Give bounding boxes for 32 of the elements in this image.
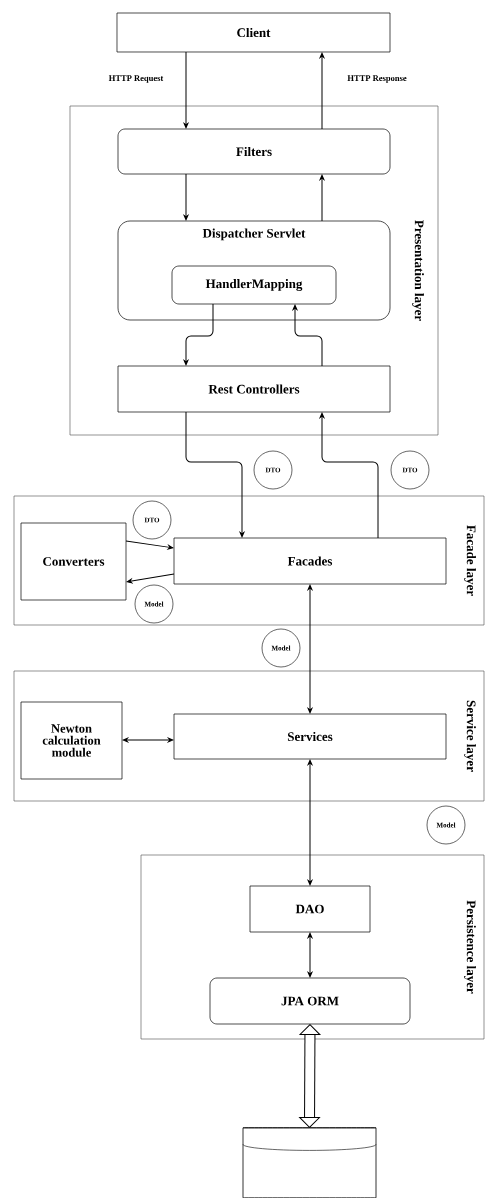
process-box: Facades <box>173 537 447 585</box>
arrow <box>183 173 189 221</box>
process-box: Filters <box>117 128 391 175</box>
process-box: DAO <box>249 885 371 933</box>
process-box: HandlerMapping <box>171 265 337 305</box>
arrow <box>122 737 174 743</box>
client-box: Client <box>116 12 391 53</box>
layer-title: Presentation layer <box>412 220 424 321</box>
arrow <box>292 304 323 367</box>
edge-label: HTTP Request <box>107 74 165 84</box>
layer-title: Service layer <box>464 700 476 772</box>
arrow <box>319 52 325 130</box>
layer-title: Persistence layer <box>464 900 476 994</box>
arrow <box>307 584 313 714</box>
arrow <box>307 759 313 886</box>
process-box: Converters <box>20 522 127 601</box>
arrow <box>307 932 313 978</box>
arrow <box>126 573 175 584</box>
arrow <box>125 540 174 550</box>
arrow <box>299 1024 321 1128</box>
arrow <box>319 412 379 539</box>
arrow <box>183 51 189 129</box>
arrow <box>185 411 245 538</box>
process-box: JPA ORM <box>209 977 411 1025</box>
process-box: Rest Controllers <box>117 365 391 413</box>
layer-title: Facade layer <box>464 525 476 596</box>
edge-label: HTTP Response <box>346 74 408 84</box>
arrow <box>319 174 325 222</box>
process-box: Services <box>173 713 447 760</box>
arrow <box>183 303 214 366</box>
process-box: Newton calculation module <box>20 701 123 780</box>
database-cylinder <box>242 1127 377 1198</box>
